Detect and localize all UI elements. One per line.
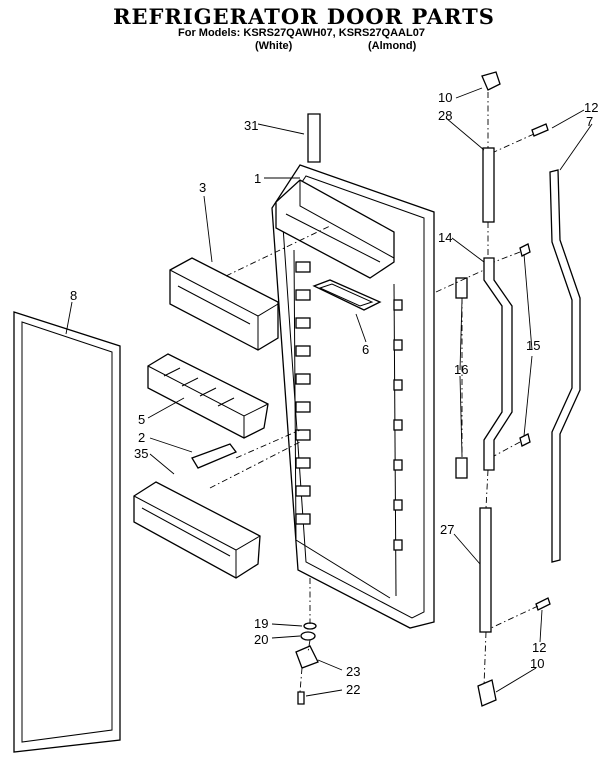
- models-line: For Models: KSRS27QAWH07, KSRS27QAAL07: [178, 27, 425, 39]
- callout-6: 6: [362, 342, 369, 357]
- callout-23: 23: [346, 664, 360, 679]
- callout-10-bottom: 10: [530, 656, 544, 671]
- callout-14: 14: [438, 230, 452, 245]
- screw-15-top: [519, 243, 531, 257]
- door-bin: [133, 481, 261, 579]
- callout-10-top: 10: [438, 90, 452, 105]
- screw-12-top: [531, 123, 549, 137]
- handle-plate-lower: [455, 457, 468, 479]
- screw-15-bottom: [519, 433, 531, 447]
- callout-28: 28: [438, 108, 452, 123]
- hinge-bracket-23: [295, 645, 319, 669]
- diagram-title: REFRIGERATOR DOOR PARTS: [113, 4, 495, 29]
- hinge-screw-22: [297, 691, 305, 705]
- assembly-lines: [209, 92, 539, 693]
- callout-labels: 31 1 3 8 6 5 2 35 10 28 12 7 14 15 16 27…: [70, 90, 598, 697]
- color-label-white: (White): [255, 40, 293, 52]
- hinge-bushing-20: [300, 631, 316, 641]
- leader-lines: [65, 87, 593, 697]
- screw-12-bottom: [535, 597, 551, 611]
- door-gasket: [13, 311, 121, 753]
- egg-tray: [147, 353, 269, 439]
- callout-12-top: 12: [584, 100, 598, 115]
- callout-31: 31: [244, 118, 258, 133]
- upper-handle-bracket: [482, 147, 495, 223]
- callout-27: 27: [440, 522, 454, 537]
- callout-19: 19: [254, 616, 268, 631]
- handle-plate-upper: [455, 277, 468, 299]
- dairy-door: [169, 257, 279, 351]
- callout-5: 5: [138, 412, 145, 427]
- handle-end-cap-top: [481, 71, 501, 91]
- callout-3: 3: [199, 180, 206, 195]
- door-trim-31: [307, 113, 321, 163]
- callout-7: 7: [586, 114, 593, 129]
- callout-22: 22: [346, 682, 360, 697]
- butter-box: [312, 279, 382, 311]
- door-handle: [483, 257, 513, 471]
- dairy-compartment: [275, 179, 395, 279]
- callout-35: 35: [134, 446, 148, 461]
- lower-handle-bracket: [479, 507, 492, 633]
- callout-12-bottom: 12: [532, 640, 546, 655]
- handle-trim-strip: [549, 169, 581, 563]
- handle-end-cap-bottom: [477, 679, 497, 707]
- callout-8: 8: [70, 288, 77, 303]
- shelf-retainers: [295, 261, 403, 551]
- callout-2: 2: [138, 430, 145, 445]
- retainer-2: [191, 443, 238, 469]
- color-label-almond: (Almond): [368, 40, 417, 52]
- callout-15: 15: [526, 338, 540, 353]
- door-liner: [271, 164, 435, 629]
- callout-20: 20: [254, 632, 268, 647]
- callout-1: 1: [254, 171, 261, 186]
- callout-16: 16: [454, 362, 468, 377]
